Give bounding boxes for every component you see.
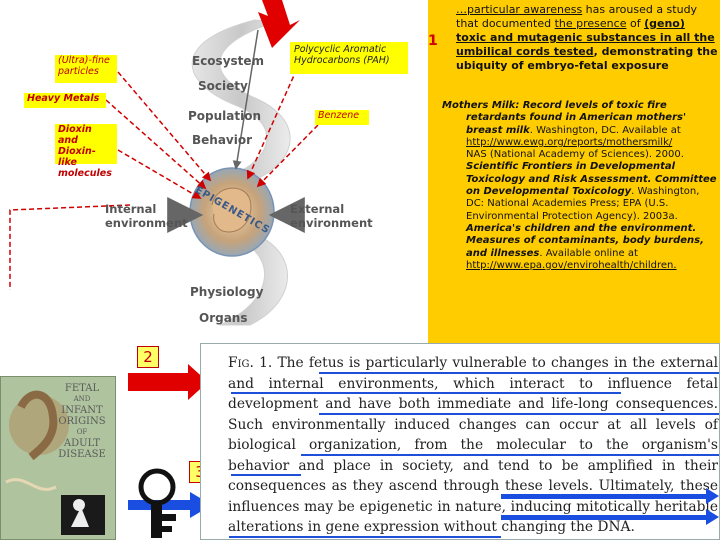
level-ecosystem: Ecosystem xyxy=(192,54,265,68)
red-right-arrow-icon xyxy=(128,364,208,400)
red-down-arrow-icon xyxy=(258,0,300,48)
ultrafine-arrow xyxy=(117,71,212,182)
level-society: Society xyxy=(198,79,248,93)
dioxin-tag: Dioxin and Dioxin-like molecules xyxy=(55,124,117,179)
heavy-metals-tag: Heavy Metals xyxy=(24,93,106,108)
ewg-link[interactable]: http://www.ewg.org/reports/mothersmilk/ xyxy=(466,136,673,148)
marker-2: 2 xyxy=(137,346,159,368)
level-behavior: Behavior xyxy=(192,133,253,147)
book-art xyxy=(1,377,115,539)
level-population: Population xyxy=(188,109,262,123)
book-cover-image: FETAL AND INFANT ORIGINS OF ADULT DISEAS… xyxy=(0,376,116,540)
dioxin-arrow xyxy=(117,149,202,199)
level-physiology: Physiology xyxy=(190,285,264,299)
heavy-metals-arrow xyxy=(105,99,207,190)
caption-text: Fig. 1. The fetus is particularly vulner… xyxy=(228,353,718,538)
book-title: FETAL AND INFANT ORIGINS OF ADULT DISEAS… xyxy=(58,383,106,460)
benzene-tag: Benzene xyxy=(315,110,369,125)
external-environment-label: External environment xyxy=(290,202,373,230)
internal-environment-label: Internal environment xyxy=(105,202,188,230)
reference-list: Mothers Milk: Record levels of toxic fir… xyxy=(442,100,718,272)
pah-tag: Polycyclic Aromatic Hydrocarbons (PAH) xyxy=(290,42,408,74)
intro-text: …particular awareness has aroused a stud… xyxy=(456,3,718,72)
figure-caption: Fig. 1. The fetus is particularly vulner… xyxy=(200,343,720,540)
reference-ewg: Mothers Milk: Record levels of toxic fir… xyxy=(442,100,687,148)
epa-link[interactable]: http://www.epa.gov/envirohealth/children… xyxy=(466,259,677,271)
benzene-arrow xyxy=(256,124,319,188)
pah-arrow xyxy=(246,61,301,180)
reference-nas: NAS (National Academy of Sciences). 2000… xyxy=(466,149,717,271)
epigenetics-diagram: Ecosystem Society Population Behavior Ph… xyxy=(0,0,428,345)
level-organs: Organs xyxy=(199,311,248,325)
diagram-graphics xyxy=(9,0,319,326)
references-panel: 1 …particular awareness has aroused a st… xyxy=(428,0,720,345)
figure-label: Fig. 1. xyxy=(228,355,273,371)
key-icon xyxy=(138,468,176,538)
marker-1: 1 xyxy=(428,33,438,49)
ultrafine-tag: (Ultra)-fine particles xyxy=(55,55,117,83)
caption-body: The fetus is particularly vulnerable to … xyxy=(228,355,718,535)
